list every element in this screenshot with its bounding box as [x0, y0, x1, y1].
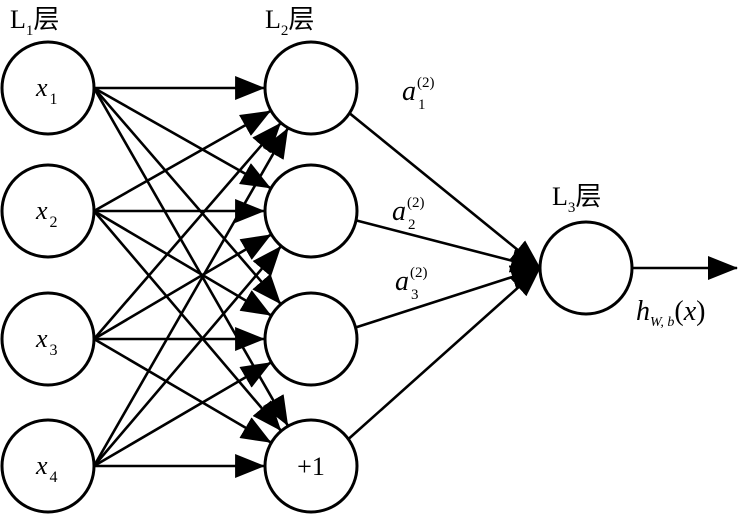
edges — [92, 76, 738, 478]
node-l2-2 — [263, 163, 359, 259]
node-l1-4 — [0, 418, 96, 514]
output-label: hW, b(x) — [636, 296, 705, 330]
node-l1-2 — [0, 163, 96, 259]
edge-l1-4-to-l2-3 — [93, 361, 272, 468]
nodes — [0, 40, 634, 514]
edge-l1-2-to-l2-3 — [93, 209, 272, 317]
layer-title-l2: L2层 — [265, 5, 314, 39]
edge-l2-1-to-l3 — [348, 112, 541, 270]
edge-l1-2-to-l2-1 — [93, 110, 272, 213]
edge-l2-4-to-l3 — [347, 267, 541, 441]
activation-label-1: a(2)1 — [402, 75, 435, 113]
layer-title-l1: L1层 — [10, 5, 59, 39]
edge-l2-3-to-l3 — [355, 265, 541, 329]
layer-title-l3: L3层 — [552, 182, 601, 216]
edge-l1-3-to-l2-4 — [93, 337, 272, 444]
node-l3-1 — [538, 220, 634, 316]
activation-label-3: a(2)3 — [395, 265, 428, 303]
node-l2-4 — [263, 418, 359, 514]
bias-node-label: +1 — [297, 452, 325, 481]
edge-l1-4-to-l2-1 — [92, 127, 289, 467]
activation-label-2: a(2)2 — [392, 195, 425, 233]
node-l1-1 — [0, 40, 96, 136]
node-l2-3 — [263, 291, 359, 387]
node-l1-3 — [0, 291, 96, 387]
edge-l1-2-to-l2-4 — [93, 210, 282, 432]
node-l2-1 — [263, 40, 359, 136]
edge-l1-1-to-l2-2 — [93, 86, 272, 189]
edge-l1-1-to-l2-4 — [92, 87, 289, 427]
edge-l1-3-to-l2-1 — [93, 122, 282, 340]
edge-l1-1-to-l2-3 — [93, 87, 282, 305]
edge-l1-3-to-l2-2 — [93, 233, 272, 341]
edge-l2-2-to-l3 — [355, 219, 541, 273]
edge-l1-4-to-l2-2 — [93, 245, 282, 467]
